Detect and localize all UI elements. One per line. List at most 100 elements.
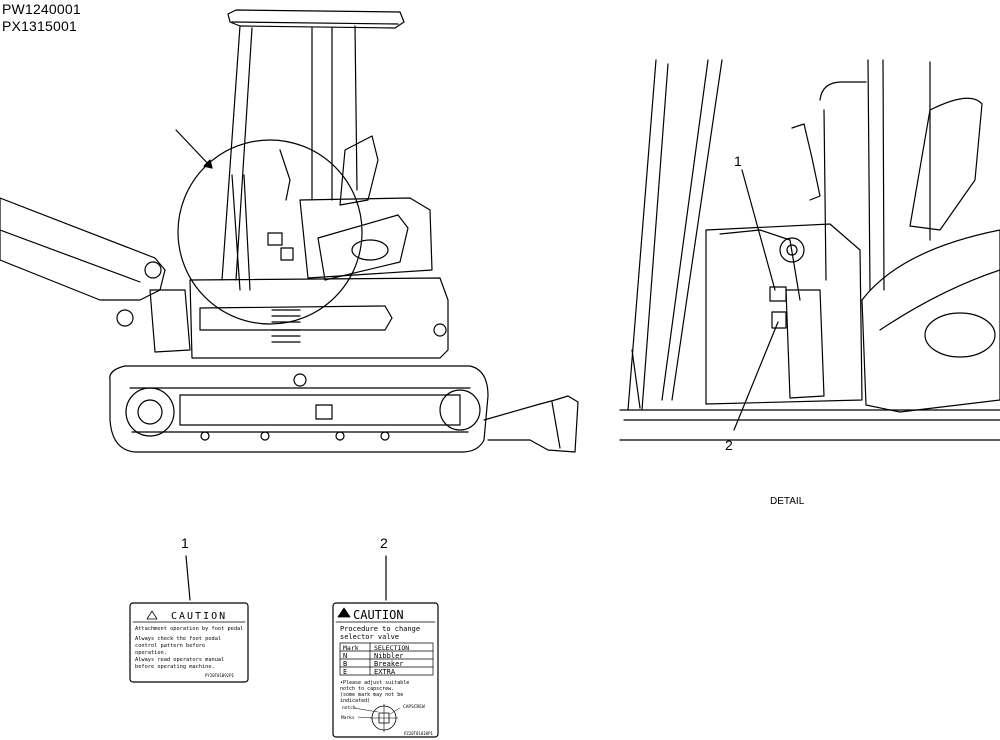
callout-leader-2 xyxy=(733,321,779,431)
canopy-rear-post xyxy=(311,25,358,201)
label-1-line-4: Always read operators manual xyxy=(135,657,224,663)
detail-decal-1 xyxy=(769,286,787,302)
panel-oval xyxy=(351,239,389,261)
track-rollers xyxy=(200,431,390,441)
boom-pin xyxy=(144,261,162,279)
detail-grab-handle xyxy=(819,81,867,101)
diagram-label-notch: notch xyxy=(342,705,356,711)
detail-cover-oval xyxy=(924,312,996,358)
label-2-code: PZ20T01010P1 xyxy=(404,731,433,736)
detail-lever-rod xyxy=(661,59,723,401)
detail-lever xyxy=(719,229,801,301)
idler xyxy=(439,389,481,431)
detail-decal-2 xyxy=(771,311,787,329)
track-frame xyxy=(109,365,489,453)
label-1-number: 1 xyxy=(181,535,189,551)
label-2-note-2: notch to capscrew. xyxy=(340,686,394,692)
decal-spot-1 xyxy=(267,232,283,246)
detail-side-cover xyxy=(861,229,1000,413)
label-2-group: 2 CAUTION Procedure to change selector v… xyxy=(332,535,439,738)
sprocket xyxy=(125,387,175,437)
label-1-title: CAUTION xyxy=(171,611,227,622)
part-code-1: PW1240001 xyxy=(2,1,81,17)
detail-rear-posts xyxy=(867,59,931,291)
joystick xyxy=(279,149,291,201)
detail-joystick xyxy=(791,123,821,201)
diagram-label-capscrew: CAPSCREW xyxy=(403,704,425,710)
table-row-3-value: EXTRA xyxy=(374,668,396,676)
detail-arrowhead xyxy=(203,159,213,169)
control-lever xyxy=(231,174,251,291)
control-console xyxy=(299,197,433,279)
label-2-title: CAUTION xyxy=(353,608,404,622)
label-1-line-1: Always check the foot pedal xyxy=(135,636,221,642)
label-2-note-1: •Please adjust suitable xyxy=(340,680,409,686)
label-2-line-1: Procedure to change xyxy=(340,625,420,633)
body-stripe xyxy=(199,305,393,331)
track-body xyxy=(179,394,461,426)
detail-cover-line xyxy=(879,269,1000,331)
track-inner xyxy=(129,387,471,433)
detail-key-switch xyxy=(779,237,805,263)
blade-edge xyxy=(551,401,561,449)
detail-console xyxy=(705,223,863,405)
detail-label: DETAIL xyxy=(770,496,805,507)
label-1-group: 1 CAUTION Attachment operation by foot p… xyxy=(129,535,249,683)
dozer-blade xyxy=(483,395,579,453)
sprocket-hub xyxy=(137,399,163,425)
swing-bracket xyxy=(149,289,191,353)
label-2-number: 2 xyxy=(380,535,388,551)
label-2-line-2: selector valve xyxy=(340,633,399,641)
label-1-heading: Attachment operation by foot pedal xyxy=(135,626,243,632)
valve-crosshair xyxy=(369,703,399,733)
label-1-decal xyxy=(129,602,249,683)
table-row-3-mark: E xyxy=(343,668,347,676)
detail-front-post xyxy=(627,59,669,411)
table-header-selection: SELECTION xyxy=(374,644,409,652)
detail-seat xyxy=(909,97,983,231)
caution-triangle-icon xyxy=(146,610,158,620)
canopy-roof-edge xyxy=(231,21,399,25)
table-row-2-value: Breaker xyxy=(374,660,404,668)
selection-table xyxy=(339,642,434,676)
table-header-mark: Mark xyxy=(343,644,359,652)
detail-view: 1 2 xyxy=(619,59,1000,453)
label-1-line-3: operation. xyxy=(135,650,167,656)
label-1-code: PY20T01092P1 xyxy=(205,673,234,678)
part-code-2: PX1315001 xyxy=(2,18,77,34)
frame-plate xyxy=(315,404,333,420)
callout-leader-1 xyxy=(741,169,776,291)
detail-key-center xyxy=(786,244,798,256)
table-row-1-mark: N xyxy=(343,652,347,660)
diagram-label-marks: Marks xyxy=(341,715,355,721)
table-row-1-value: Nibbler xyxy=(374,652,404,660)
body-light xyxy=(433,323,447,337)
detail-handle-bar xyxy=(823,109,827,281)
detail-step xyxy=(631,349,641,409)
carrier-roller xyxy=(293,373,307,387)
label-2-decal xyxy=(332,602,439,738)
label-2-note-3: (some mark may not be xyxy=(340,692,403,698)
detail-callout-1: 1 xyxy=(734,153,742,169)
detail-circle xyxy=(177,139,363,325)
detail-arrow xyxy=(175,129,213,169)
side-panel-shape xyxy=(317,214,409,281)
boom-edge xyxy=(0,229,141,283)
label-1-line-5: before operating machine. xyxy=(135,664,215,670)
canopy-front-post xyxy=(221,25,253,281)
label-1-line-2: control pattern before xyxy=(135,643,205,649)
valve-leaders xyxy=(353,707,401,719)
body-vents xyxy=(271,309,301,343)
label-1-leader xyxy=(185,555,191,601)
detail-floor xyxy=(619,409,1000,441)
operator-seat xyxy=(339,135,379,206)
upper-body xyxy=(189,277,449,359)
table-row-2-mark: B xyxy=(343,660,347,668)
excavator-side-view xyxy=(0,9,579,453)
decal-spot-2 xyxy=(280,247,294,261)
detail-valve-panel xyxy=(785,289,825,399)
label-2-note-4: indicated) xyxy=(340,698,370,704)
detail-callout-2: 2 xyxy=(725,437,733,453)
caution-triangle-icon xyxy=(337,607,351,618)
